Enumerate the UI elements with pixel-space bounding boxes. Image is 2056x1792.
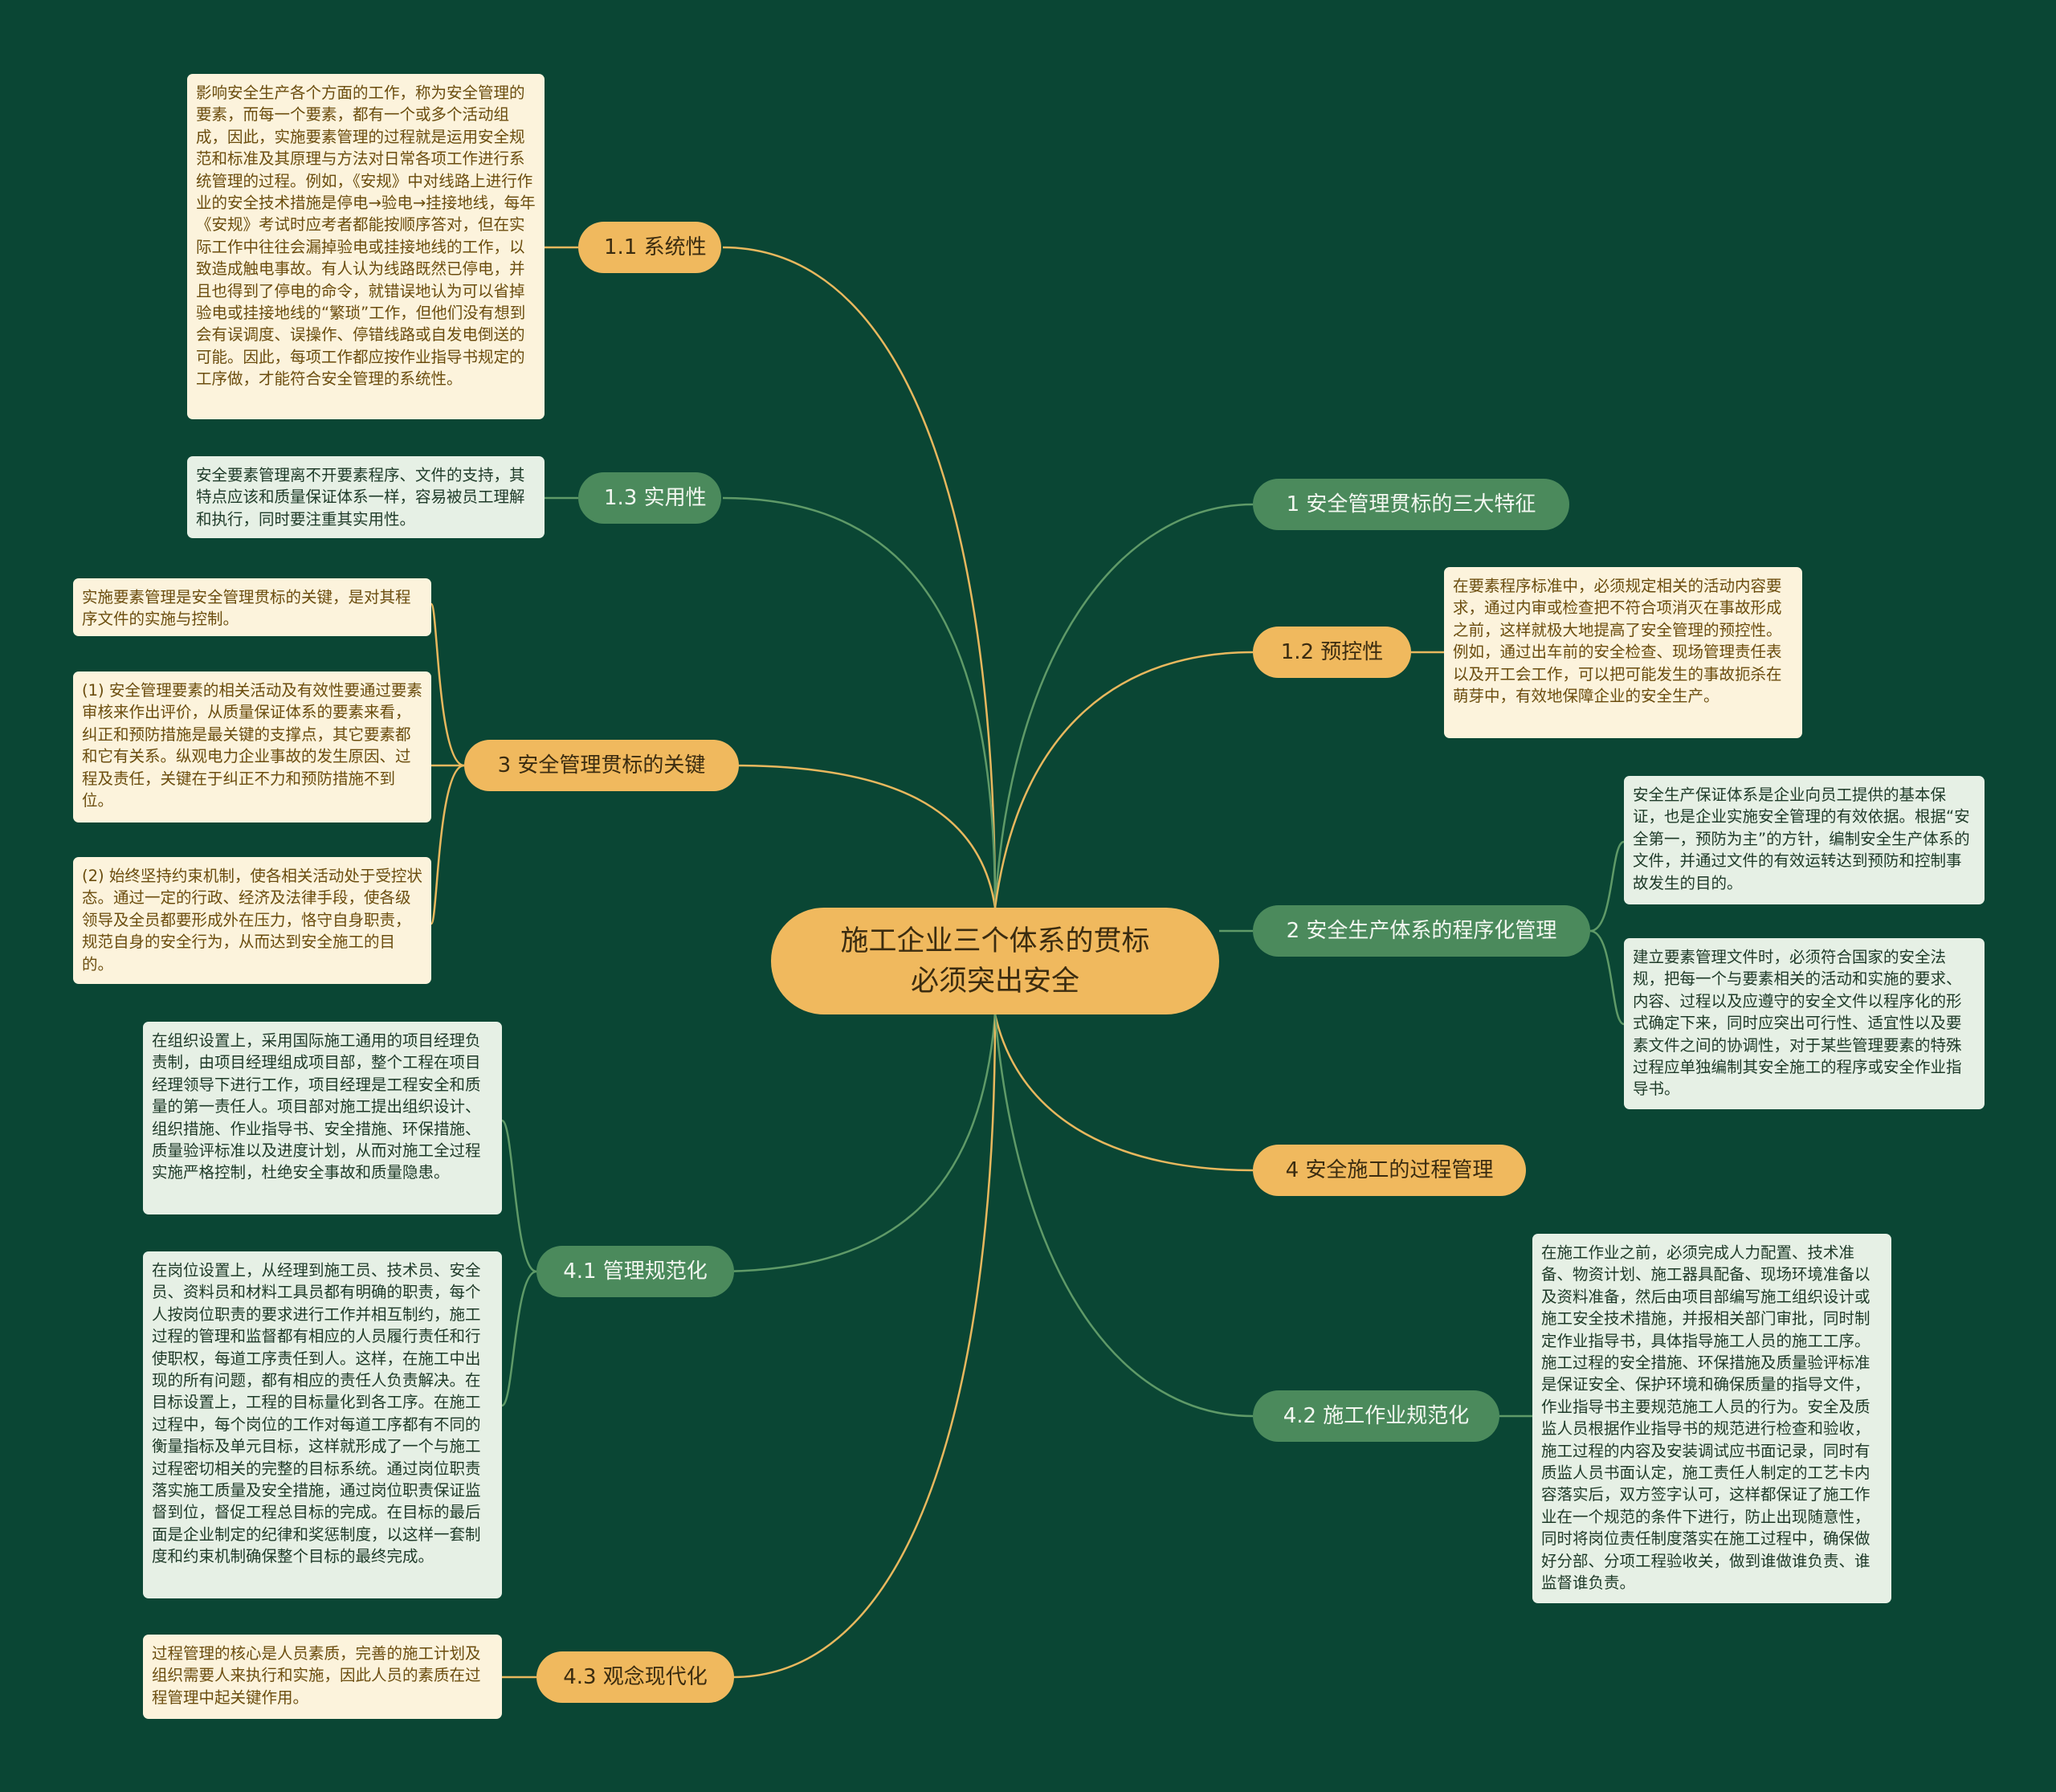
note-1-3: 安全要素管理离不开要素程序、文件的支持，其特点应该和质量保证体系一样，容易被员工… (187, 456, 545, 538)
note-3-c: (2) 始终坚持约束机制，使各相关活动处于受控状态。通过一定的行政、经济及法律手… (73, 857, 431, 984)
link-center-4-3 (732, 1014, 997, 1679)
link-center-3 (732, 764, 997, 908)
note-4-2: 在施工作业之前，必须完成人力配置、技术准备、物资计划、施工器具配备、现场环境准备… (1532, 1234, 1891, 1603)
note-3-b: (1) 安全管理要素的相关活动及有效性要通过要素审核来作出评价，从质量保证体系的… (73, 671, 431, 823)
note-2-b: 建立要素管理文件时，必须符合国家的安全法规，把每一个与要素相关的活动和实施的要求… (1624, 938, 1985, 1109)
central-topic[interactable]: 施工企业三个体系的贯标 必须突出安全 (771, 908, 1219, 1014)
link-center-1-1 (722, 246, 997, 908)
link-3-note-c (430, 764, 465, 925)
branch-4-process-management[interactable]: 4 安全施工的过程管理 (1253, 1145, 1526, 1196)
note-4-1-b: 在岗位设置上，从经理到施工员、技术员、安全员、资料员和材料工具员都有明确的职责，… (143, 1251, 502, 1598)
note-1-2: 在要素程序标准中，必须规定相关的活动内容要求，通过内审或检查把不符合项消灭在事故… (1444, 567, 1802, 738)
note-4-1-a: 在组织设置上，采用国际施工通用的项目经理负责制，由项目经理组成项目部，整个工程在… (143, 1022, 502, 1214)
central-topic-line1: 施工企业三个体系的贯标 (840, 925, 1150, 957)
note-2-a: 安全生产保证体系是企业向员工提供的基本保证，也是企业实施安全管理的有效依据。根据… (1624, 776, 1985, 904)
link-center-4-1 (714, 1014, 997, 1273)
branch-4-3-modernization[interactable]: 4.3 观念现代化 (536, 1651, 734, 1703)
branch-2-procedural-management[interactable]: 2 安全生产体系的程序化管理 (1253, 905, 1590, 957)
branch-1-3-practical[interactable]: 1.3 实用性 (578, 472, 721, 524)
link-2-note-b (1589, 929, 1625, 1026)
note-4-3: 过程管理的核心是人员素质，完善的施工计划及组织需要人来执行和实施，因此人员的素质… (143, 1635, 502, 1719)
link-2-note-a (1589, 840, 1625, 933)
link-3-note-a (430, 602, 465, 767)
link-center-1 (993, 503, 1254, 908)
branch-1-1-systematic[interactable]: 1.1 系统性 (578, 222, 721, 273)
branch-1-three-features[interactable]: 1 安全管理贯标的三大特征 (1253, 479, 1569, 530)
note-1-1: 影响安全生产各个方面的工作，称为安全管理的要素，而每一个要素，都有一个或多个活动… (187, 74, 545, 419)
central-topic-line2: 必须突出安全 (910, 965, 1079, 998)
link-4-1-note-b (500, 1270, 537, 1407)
branch-3-key-of-standard[interactable]: 3 安全管理贯标的关键 (464, 740, 739, 791)
link-center-1-3 (722, 496, 997, 908)
note-3-a: 实施要素管理是安全管理贯标的关键，是对其程序文件的实施与控制。 (73, 578, 431, 636)
branch-1-2-precontrol[interactable]: 1.2 预控性 (1253, 627, 1411, 678)
link-center-4-2 (993, 1014, 1254, 1418)
link-center-4 (993, 1014, 1254, 1172)
link-center-1-2 (993, 651, 1254, 908)
link-4-1-note-a (500, 1119, 537, 1273)
branch-4-2-construction-standardization[interactable]: 4.2 施工作业规范化 (1253, 1390, 1499, 1442)
branch-4-1-management-standardization[interactable]: 4.1 管理规范化 (536, 1246, 734, 1297)
